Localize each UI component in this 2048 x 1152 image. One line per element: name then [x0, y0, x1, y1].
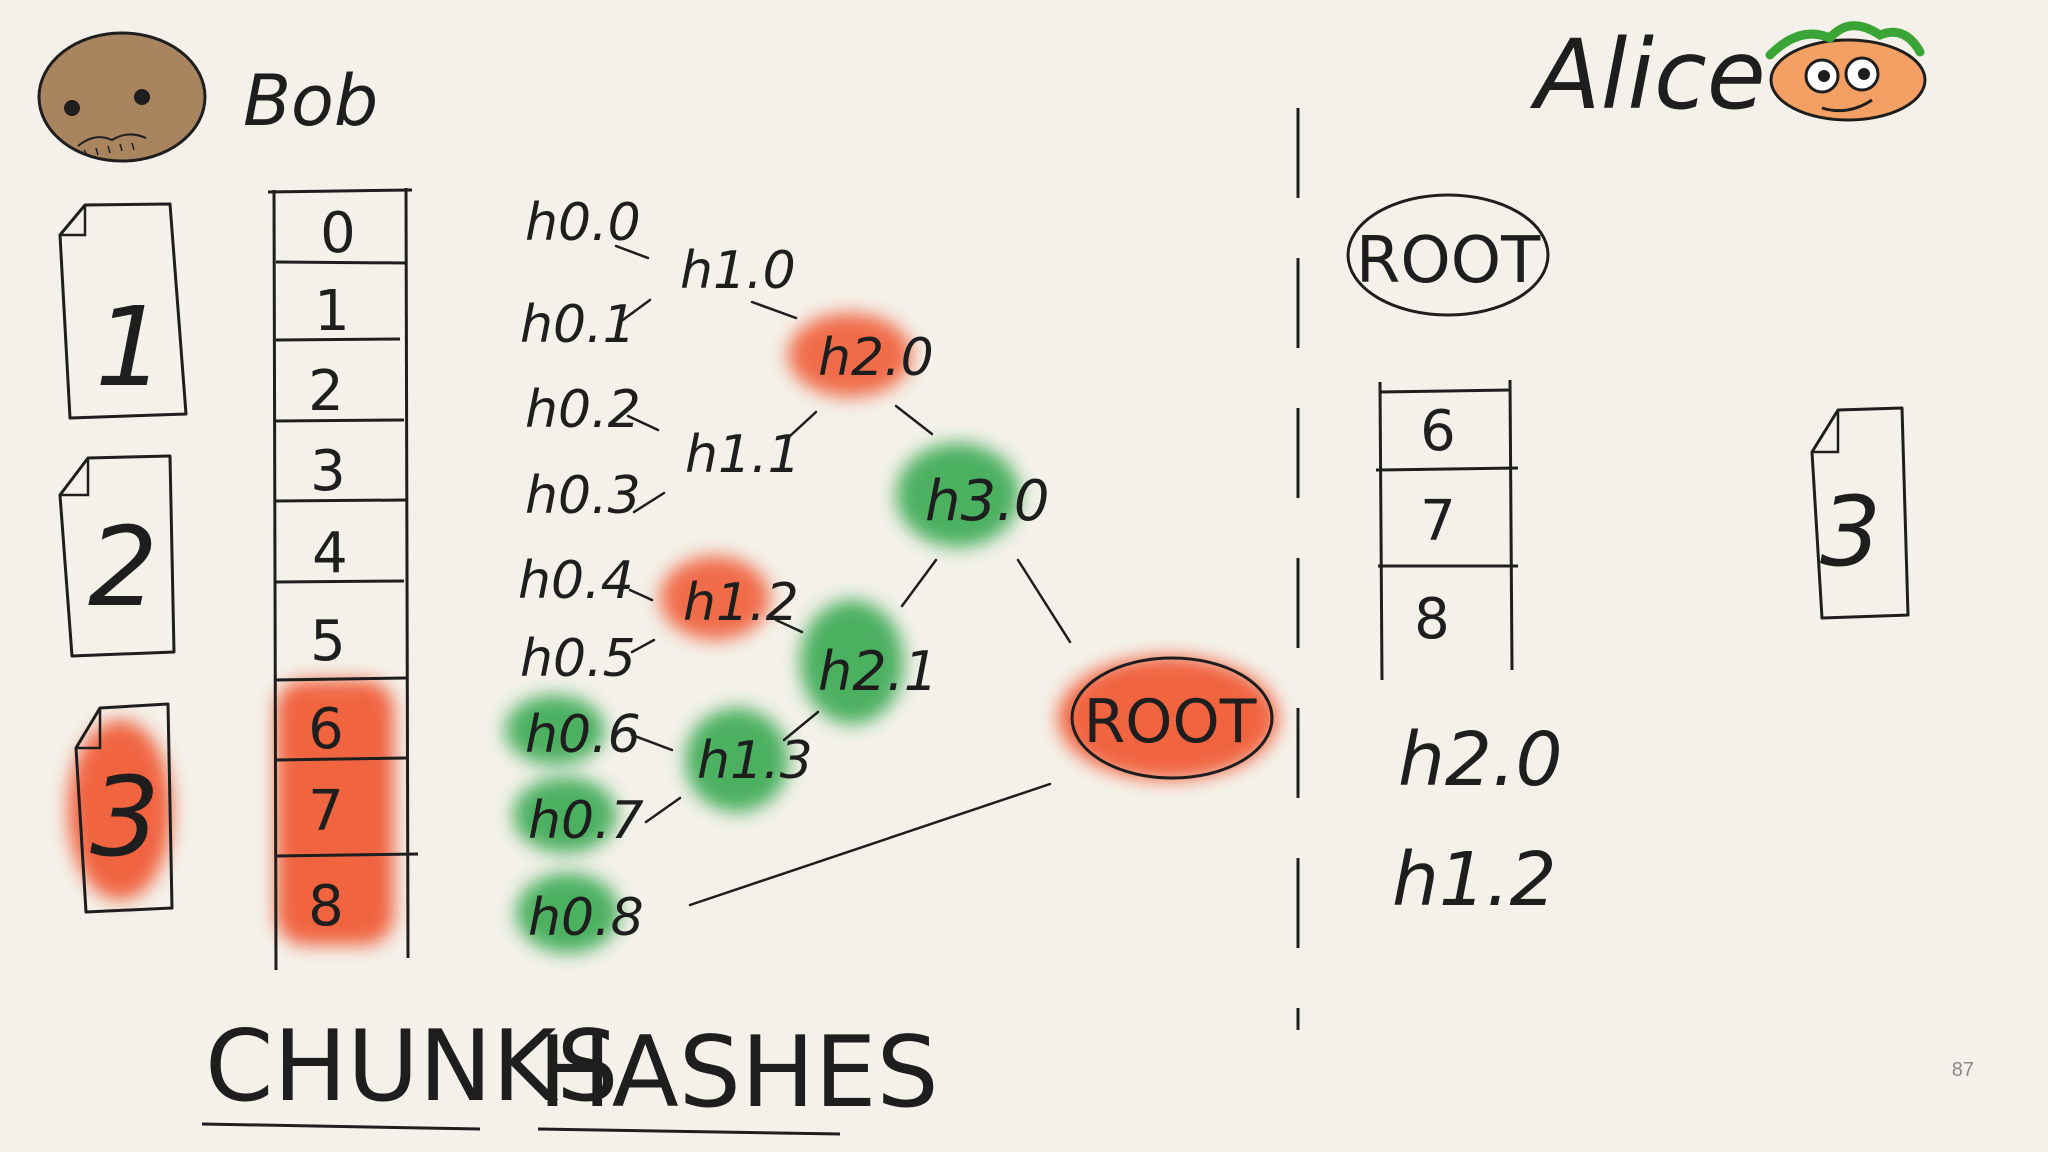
alice-smile [1821, 98, 1873, 113]
chunks-underline [201, 1122, 481, 1131]
hash-h0-4: h0.4 [518, 551, 634, 611]
bob-file-2: 2 [58, 454, 176, 658]
alice-chunk-7: 7 [1420, 489, 1456, 554]
hash-h0-7: h0.7 [528, 791, 644, 851]
highlight-h2-1 [800, 600, 904, 724]
hash-h0-2: h0.2 [525, 380, 641, 440]
alice-file-3: 3 [1810, 406, 1910, 620]
chunk-0: 0 [320, 201, 356, 266]
highlight-file-3 [68, 720, 172, 900]
highlight-root [1058, 656, 1278, 780]
chunk-labels: 0 1 2 3 4 5 6 7 8 [308, 201, 356, 939]
alice-name: Alice [1529, 19, 1766, 131]
chunks-heading: CHUNKS [205, 1010, 619, 1124]
alice-chunk-8: 8 [1414, 587, 1450, 652]
alice-chunks-table [1375, 379, 1519, 681]
alice-root-label: ROOT [1356, 224, 1541, 298]
hash-h0-6: h0.6 [525, 705, 641, 765]
chunk-1: 1 [314, 279, 350, 344]
highlight-h0-7 [513, 777, 617, 853]
alice-chunk-6: 6 [1420, 399, 1456, 464]
bob-right-eye [134, 89, 150, 105]
alice-root-outline [1346, 193, 1550, 317]
hash-h3-0: h3.0 [925, 469, 1050, 534]
alice-proof-h1-2: h1.2 [1392, 837, 1557, 923]
bob-mustache [77, 133, 147, 147]
hash-h0-1: h0.1 [520, 295, 636, 355]
highlight-h0-8 [516, 873, 620, 953]
bob-file-3-label: 3 [90, 753, 160, 881]
chunk-4: 4 [312, 521, 348, 586]
slide-number: 87 [1951, 1059, 1974, 1081]
hash-h2-0: h2.0 [818, 328, 934, 388]
hash-h0-3: h0.3 [525, 466, 641, 526]
hash-h2-1: h2.1 [818, 640, 938, 703]
hash-h1-0: h1.0 [680, 241, 796, 301]
alice-proof-h2-0: h2.0 [1398, 717, 1563, 803]
highlight-h3-0 [896, 443, 1020, 547]
chunk-8: 8 [308, 874, 344, 939]
hash-h0-8: h0.8 [528, 888, 644, 948]
chunk-2: 2 [308, 359, 344, 424]
tree-edges [614, 244, 1072, 907]
bob-root-outline [1070, 656, 1274, 780]
hashes-heading: HASHES [538, 1016, 939, 1130]
bob-file-2-label: 2 [88, 503, 158, 631]
highlight-h2-0 [788, 313, 912, 397]
alice-avatar [1765, 21, 1927, 122]
alice-file-3-label: 3 [1820, 476, 1881, 588]
chunks-table [267, 187, 419, 971]
highlight-chunks-6-8 [276, 680, 394, 945]
bob-avatar [37, 31, 207, 163]
highlight-h1-2 [660, 556, 770, 640]
chunk-3: 3 [310, 439, 346, 504]
chunk-7: 7 [308, 779, 344, 844]
hash-labels: h0.0 h0.1 h0.2 h0.3 h0.4 h0.5 h0.6 h0.7 … [518, 193, 1050, 948]
hash-h1-3: h1.3 [697, 731, 813, 791]
hash-h0-5: h0.5 [520, 629, 636, 689]
hash-h1-2: h1.2 [683, 573, 799, 633]
bob-file-1-label: 1 [95, 283, 165, 411]
bob-file-1: 1 [58, 202, 188, 420]
highlight-h0-6 [505, 695, 605, 765]
highlights [68, 313, 1278, 953]
bob-left-eye [64, 100, 80, 116]
highlight-h1-3 [685, 708, 789, 812]
chunk-6: 6 [308, 697, 344, 762]
hashes-underline [537, 1127, 841, 1136]
hash-h1-1: h1.1 [685, 425, 801, 485]
bob-file-3: 3 [74, 702, 174, 914]
chunk-5: 5 [310, 609, 346, 674]
alice-hair [1765, 21, 1925, 60]
bob-root-label: ROOT [1084, 687, 1257, 757]
bob-name: Bob [243, 60, 378, 142]
hash-h0-0: h0.0 [525, 193, 641, 253]
